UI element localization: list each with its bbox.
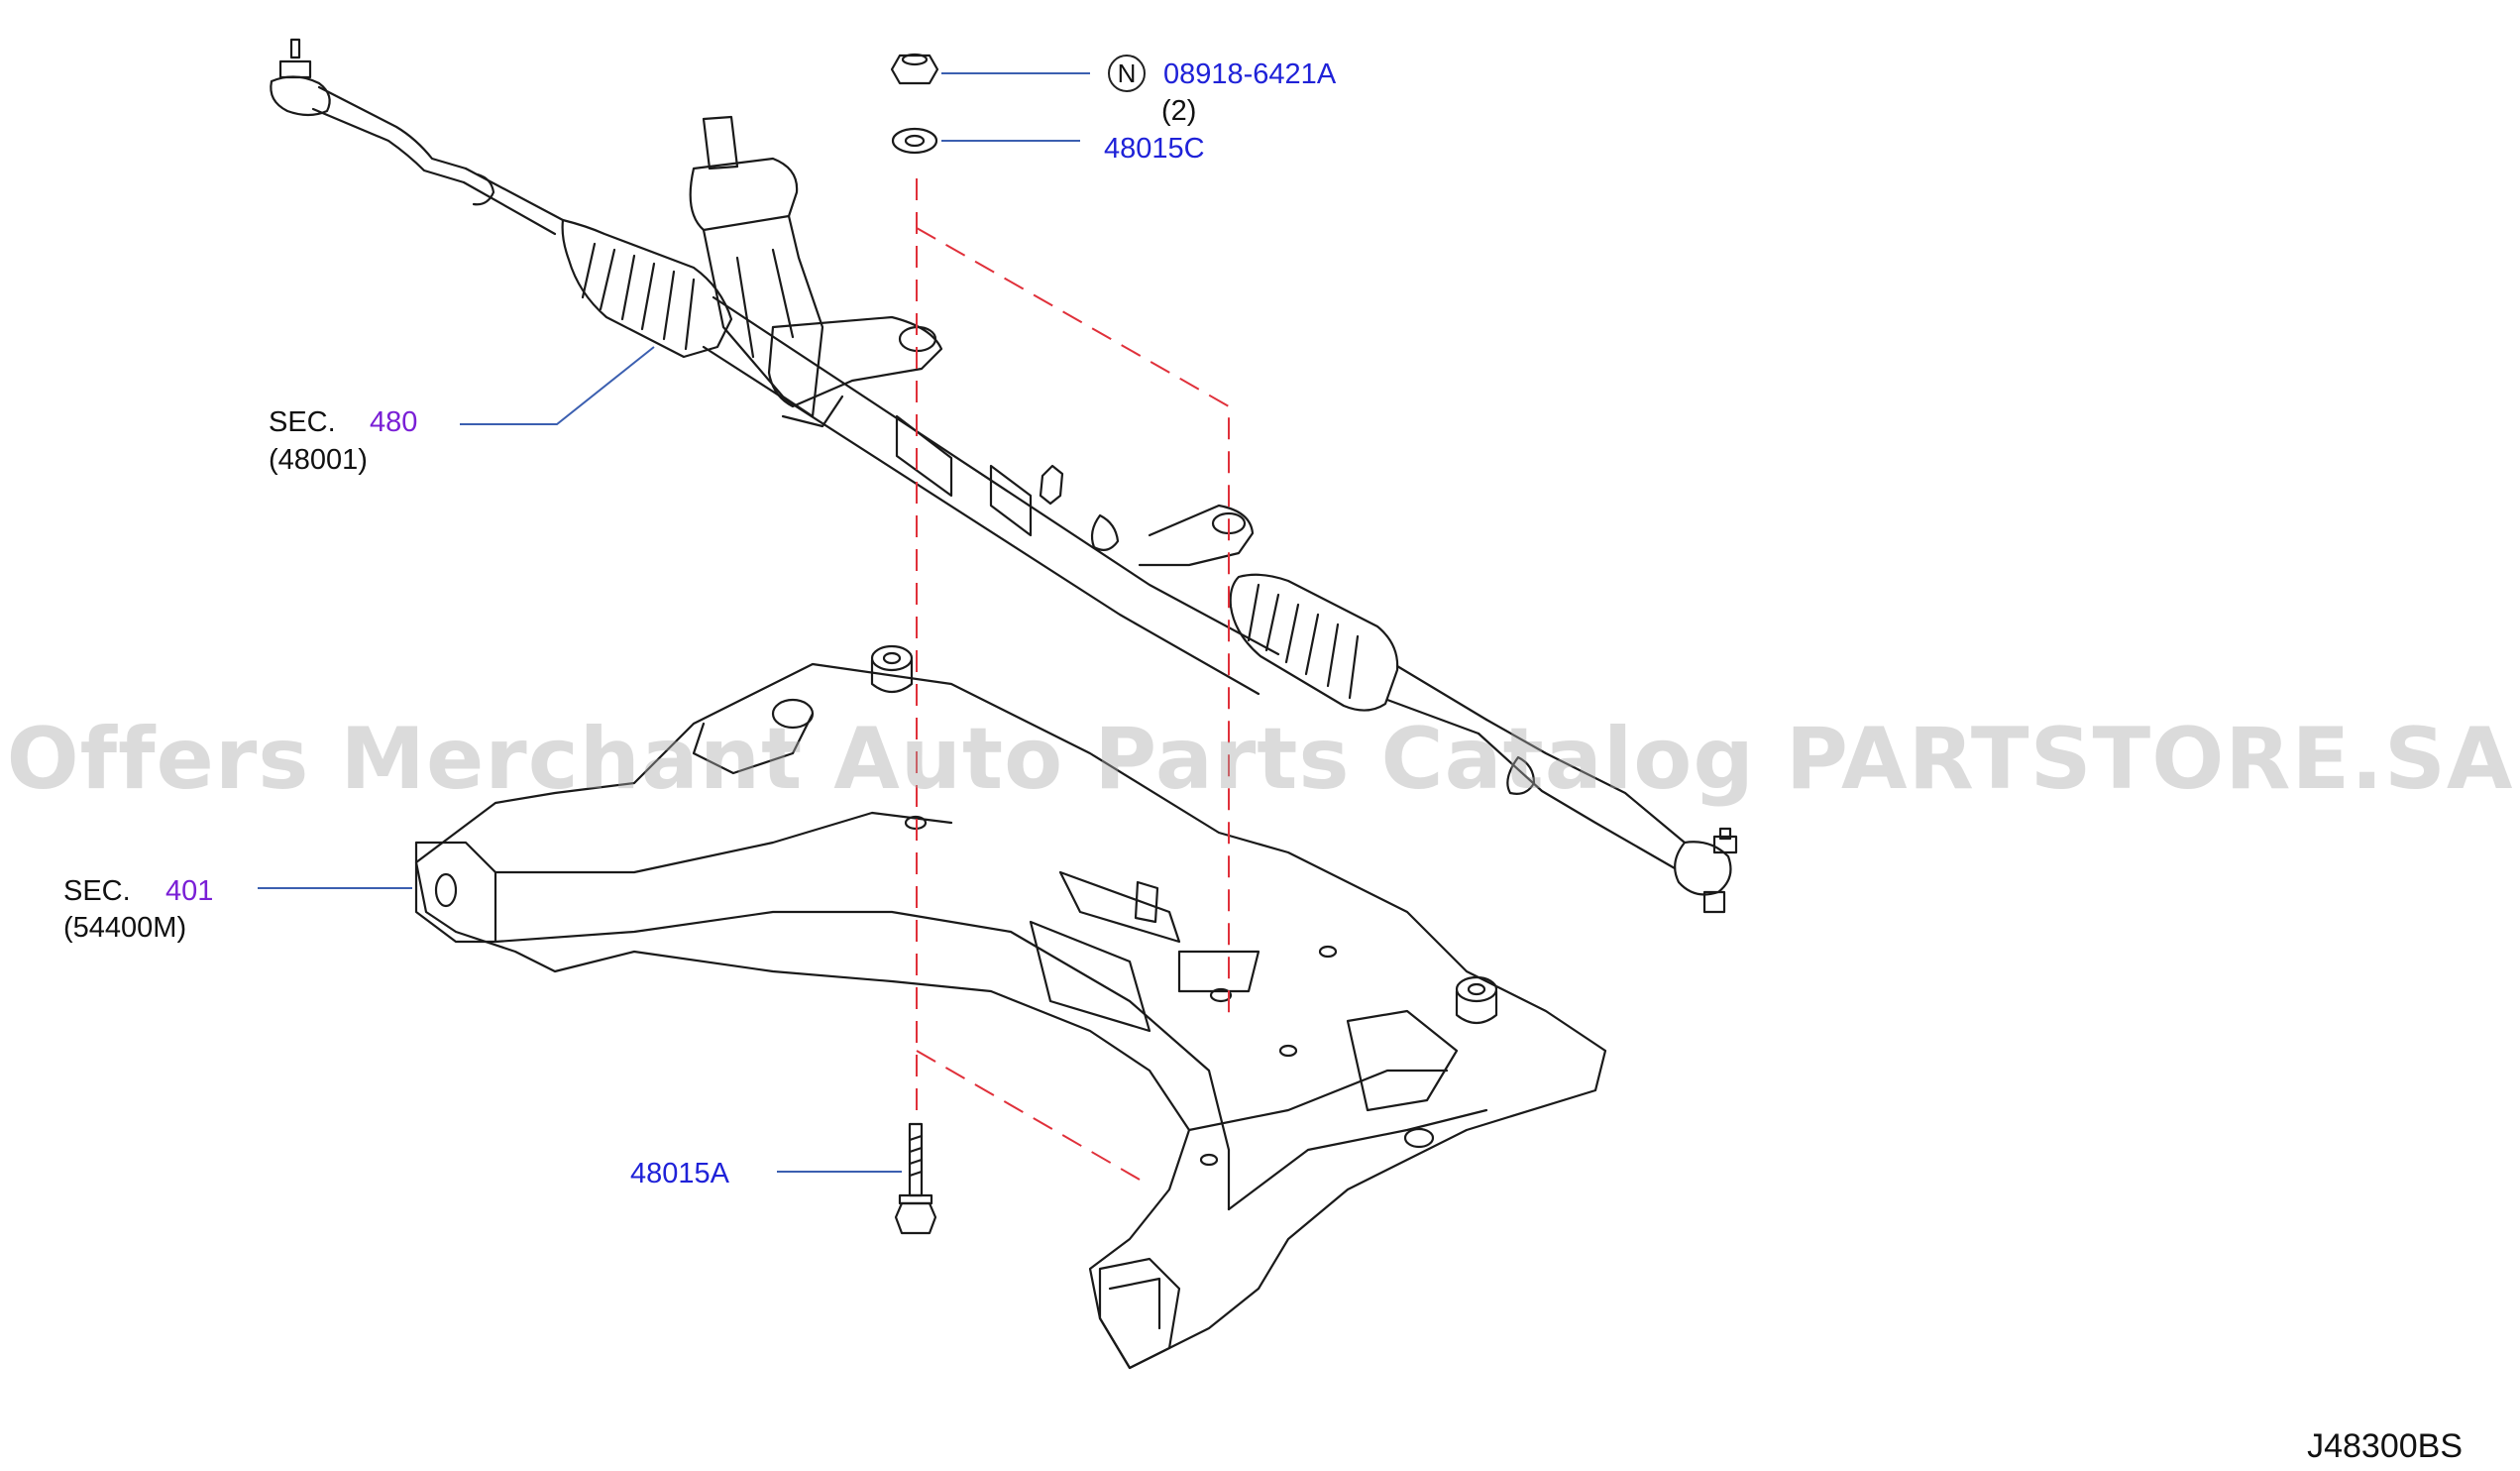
new-part-marker: N: [1108, 55, 1146, 92]
section-link-480[interactable]: 480: [370, 406, 418, 438]
part-number-washer[interactable]: 48015C: [1104, 133, 1205, 165]
section-prefix-member: SEC.: [63, 875, 131, 907]
flange-nut: [890, 53, 939, 85]
watermark-text: Offers Merchant Auto Parts Catalog PARTS…: [6, 710, 2514, 809]
quantity-nut: (2): [1161, 95, 1197, 127]
part-number-bolt[interactable]: 48015A: [630, 1158, 729, 1189]
section-link-401[interactable]: 401: [165, 875, 214, 907]
section-ref-member: (54400M): [63, 912, 187, 944]
steering-gear-assembly: [270, 38, 1738, 914]
front-suspension-member: [414, 644, 1607, 1370]
leader-lines: [258, 72, 1090, 1173]
section-ref-steering-gear: (48001): [269, 444, 368, 476]
section-prefix-steering-gear: SEC.: [269, 406, 336, 438]
part-number-nut[interactable]: 08918-6421A: [1163, 58, 1337, 90]
diagram-code: J48300BS: [2307, 1427, 2463, 1465]
mounting-bolt: [894, 1122, 937, 1235]
washer: [891, 127, 938, 155]
assembly-dashed-lines: [916, 178, 1230, 1181]
